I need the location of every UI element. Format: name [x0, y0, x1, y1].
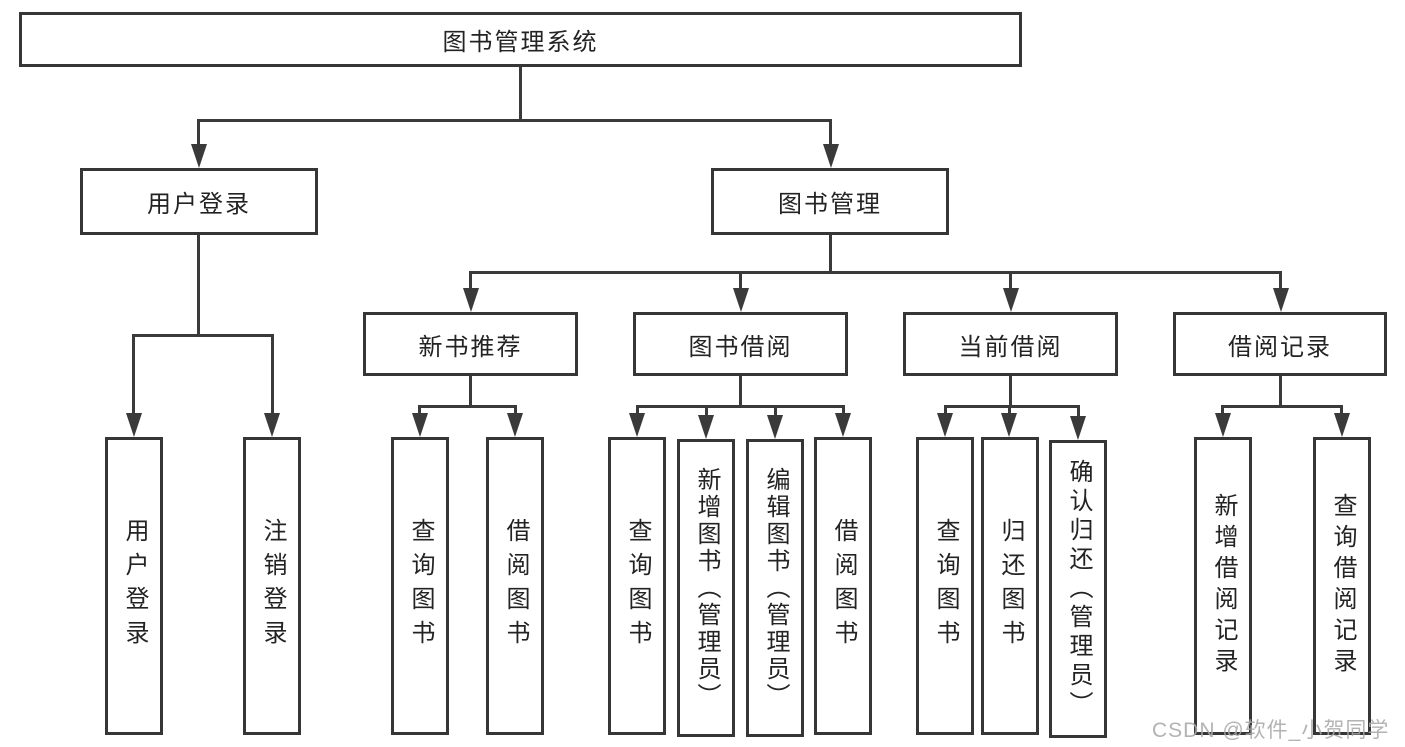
arrow-down: [191, 144, 207, 168]
leaf-label: 确认归还（管理员）: [1065, 458, 1092, 720]
connector: [842, 405, 845, 417]
node-book-management: 图书管理: [711, 168, 949, 235]
leaf-label: 用户登录: [121, 518, 148, 654]
connector: [1340, 405, 1343, 417]
connector: [944, 405, 947, 417]
arrow-down: [733, 288, 749, 312]
connector: [1221, 405, 1224, 417]
leaf-confirm-return-admin: 确认归还（管理员）: [1049, 440, 1107, 738]
connector: [636, 405, 639, 417]
leaf-label: 查询图书: [932, 518, 959, 654]
connector: [271, 334, 274, 416]
arrow-down: [264, 413, 280, 437]
connector: [705, 405, 708, 417]
leaf-label: 查询图书: [407, 518, 434, 654]
leaf-label: 借阅图书: [830, 518, 857, 654]
leaf-label: 新增借阅记录: [1210, 493, 1237, 679]
connector: [1221, 405, 1343, 408]
connector: [829, 234, 832, 273]
leaf-label: 新增图书（管理员）: [693, 466, 720, 710]
arrow-down: [463, 288, 479, 312]
leaf-label: 归还图书: [997, 518, 1024, 654]
leaf-user-login: 用户登录: [105, 437, 163, 735]
connector: [829, 119, 832, 147]
arrow-down: [767, 415, 783, 439]
arrow-down: [1001, 413, 1017, 437]
leaf-add-borrow-record: 新增借阅记录: [1194, 437, 1252, 735]
leaf-logout: 注销登录: [243, 437, 301, 735]
leaf-return-book: 归还图书: [981, 437, 1039, 735]
arrow-down: [629, 413, 645, 437]
arrow-down: [1273, 288, 1289, 312]
arrow-down: [412, 413, 428, 437]
leaf-label: 查询图书: [624, 518, 651, 654]
leaf-label: 借阅图书: [502, 518, 529, 654]
arrow-down: [1070, 416, 1086, 440]
leaf-borrow-book-1: 借阅图书: [486, 437, 544, 735]
arrow-down: [823, 144, 839, 168]
arrow-down: [937, 413, 953, 437]
connector: [739, 271, 742, 293]
connector: [1009, 271, 1012, 293]
arrow-down: [1334, 413, 1350, 437]
connector: [519, 66, 522, 120]
leaf-edit-book-admin: 编辑图书（管理员）: [746, 439, 804, 737]
connector: [1009, 376, 1012, 407]
connector: [1077, 405, 1080, 417]
leaf-query-book-2: 查询图书: [608, 437, 666, 735]
connector: [469, 271, 1282, 274]
leaf-label: 查询借阅记录: [1329, 493, 1356, 679]
connector: [469, 375, 472, 407]
node-new-book-recommend: 新书推荐: [363, 312, 578, 376]
leaf-query-book-3: 查询图书: [916, 437, 974, 735]
node-user-login: 用户登录: [80, 168, 318, 235]
leaf-add-book-admin: 新增图书（管理员）: [677, 439, 735, 737]
arrow-down: [126, 413, 142, 437]
arrow-down: [1215, 413, 1231, 437]
connector: [636, 405, 845, 408]
node-borrow-records: 借阅记录: [1173, 312, 1387, 376]
connector: [1008, 405, 1011, 417]
node-current-borrow: 当前借阅: [903, 312, 1118, 376]
arrow-down: [507, 413, 523, 437]
leaf-borrow-book-2: 借阅图书: [814, 437, 872, 735]
connector: [1279, 376, 1282, 407]
connector: [1279, 271, 1282, 293]
connector: [197, 119, 200, 147]
connector: [418, 405, 517, 408]
node-book-borrow: 图书借阅: [633, 312, 848, 376]
connector: [774, 405, 777, 417]
connector: [197, 119, 832, 122]
node-root: 图书管理系统: [19, 12, 1022, 67]
connector: [739, 376, 742, 407]
leaf-query-book-1: 查询图书: [391, 437, 449, 735]
connector: [418, 405, 421, 417]
leaf-label: 注销登录: [259, 518, 286, 654]
arrow-down: [1003, 288, 1019, 312]
watermark: CSDN @软件_小贺同学: [1152, 719, 1390, 742]
connector: [944, 405, 1080, 408]
connector: [469, 271, 472, 293]
connector: [132, 334, 135, 416]
arrow-down: [698, 415, 714, 439]
arrow-down: [835, 413, 851, 437]
leaf-label: 编辑图书（管理员）: [762, 466, 789, 710]
leaf-query-borrow-record: 查询借阅记录: [1313, 437, 1371, 735]
connector: [197, 234, 200, 336]
connector: [132, 334, 274, 337]
connector: [514, 405, 517, 417]
